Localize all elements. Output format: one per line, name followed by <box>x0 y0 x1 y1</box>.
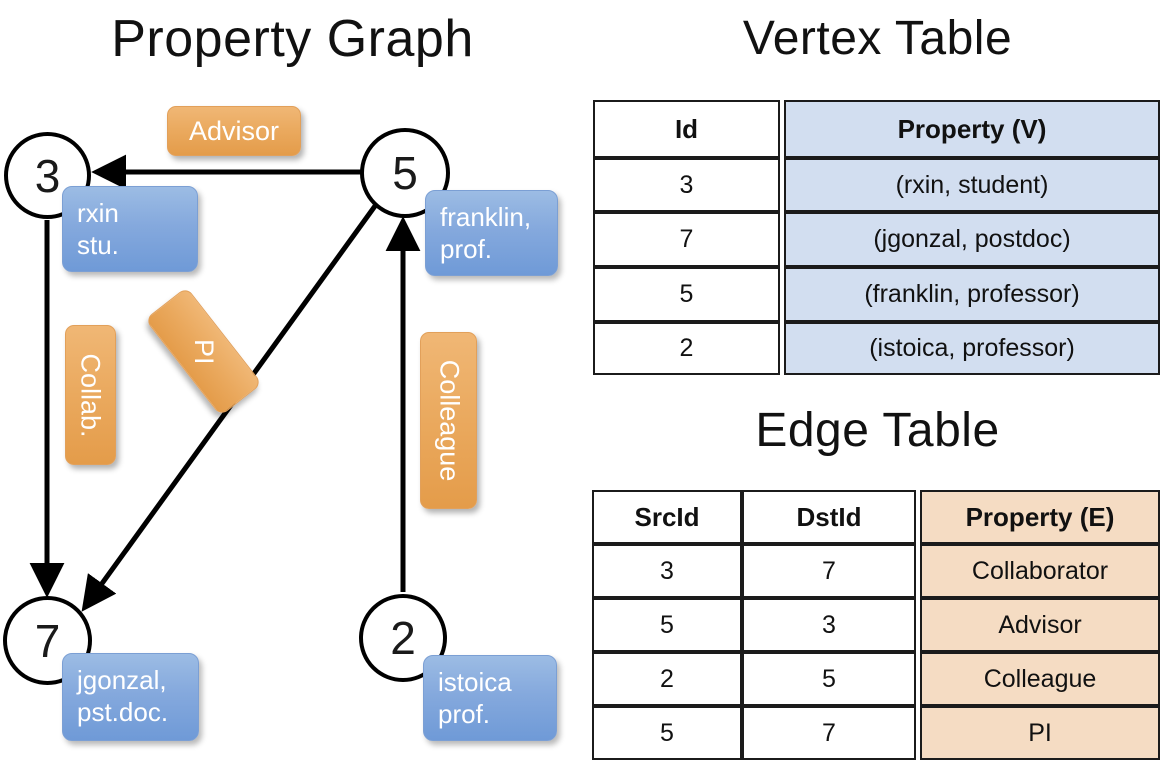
edge-table-header-dstid: DstId <box>742 490 916 544</box>
property-graph-diagram: 3 5 7 2 rxin stu. franklin, prof. jgonza… <box>3 106 558 741</box>
graph-node-3-label: 3 <box>34 149 61 202</box>
graph-node-2-label: 2 <box>390 612 416 664</box>
vertex-table-header-property: Property (V) <box>784 100 1160 158</box>
vertex-table-cell-id: 3 <box>593 158 780 212</box>
edge-table-cell-dstid: 5 <box>742 652 916 706</box>
vertex-table-cell-property: (franklin, professor) <box>784 267 1160 322</box>
vertex-property-box-2: istoica prof. <box>423 655 557 741</box>
edge-table-cell-property: PI <box>920 706 1160 760</box>
graph-node-3[interactable]: 3 <box>4 132 91 219</box>
edge-table-cell-srcid: 3 <box>592 544 742 598</box>
vertex-table-cell-id: 5 <box>593 267 780 322</box>
page-title-vertex-table: Vertex Table <box>742 12 1013 65</box>
edge-table-cell-dstid: 3 <box>742 598 916 652</box>
vertex-property-box-7: jgonzal, pst.doc. <box>62 653 199 741</box>
vertex-property-box-5: franklin, prof. <box>425 190 558 276</box>
edge-label-advisor-text: Advisor <box>188 115 280 146</box>
edge-table-cell-srcid: 2 <box>592 652 742 706</box>
vertex-table-header-id: Id <box>593 100 780 158</box>
graph-node-7-label: 7 <box>34 614 61 667</box>
graph-node-5-label: 5 <box>392 147 418 199</box>
page-title-property-graph: Property Graph <box>111 10 474 68</box>
edge-label-collab: Collab. <box>65 325 116 465</box>
edge-table-header-property: Property (E) <box>920 490 1160 544</box>
vertex-property-box-5-line2: prof. <box>440 234 493 264</box>
edge-table-header-srcid: SrcId <box>592 490 742 544</box>
edge-table-cell-property: Advisor <box>920 598 1160 652</box>
page-title-edge-table: Edge Table <box>755 404 1000 457</box>
vertex-table-cell-property: (istoica, professor) <box>784 322 1160 375</box>
vertex-table-cell-property: (rxin, student) <box>784 158 1160 212</box>
vertex-table-cell-id: 2 <box>593 322 780 375</box>
edge-table-cell-dstid: 7 <box>742 544 916 598</box>
edge-table-cell-srcid: 5 <box>592 598 742 652</box>
vertex-property-box-7-line2: pst.doc. <box>77 697 169 727</box>
vertex-property-box-2-line1: istoica <box>438 667 512 697</box>
edge-label-advisor: Advisor <box>167 106 301 156</box>
edge-table-cell-dstid: 7 <box>742 706 916 760</box>
vertex-table-cell-property: (jgonzal, postdoc) <box>784 212 1160 267</box>
vertex-table-cell-id: 7 <box>593 212 780 267</box>
vertex-property-box-3-line1: rxin <box>77 198 119 228</box>
vertex-property-box-3-line2: stu. <box>77 230 119 260</box>
vertex-property-box-3: rxin stu. <box>62 186 198 272</box>
edge-table-cell-property: Collaborator <box>920 544 1160 598</box>
vertex-property-box-7-line1: jgonzal, <box>77 665 167 695</box>
edge-table-cell-property: Colleague <box>920 652 1160 706</box>
edge-label-colleague: Colleague <box>420 332 477 509</box>
edge-table-cell-srcid: 5 <box>592 706 742 760</box>
vertex-property-box-2-line2: prof. <box>438 699 491 729</box>
vertex-property-box-5-line1: franklin, <box>440 202 532 232</box>
